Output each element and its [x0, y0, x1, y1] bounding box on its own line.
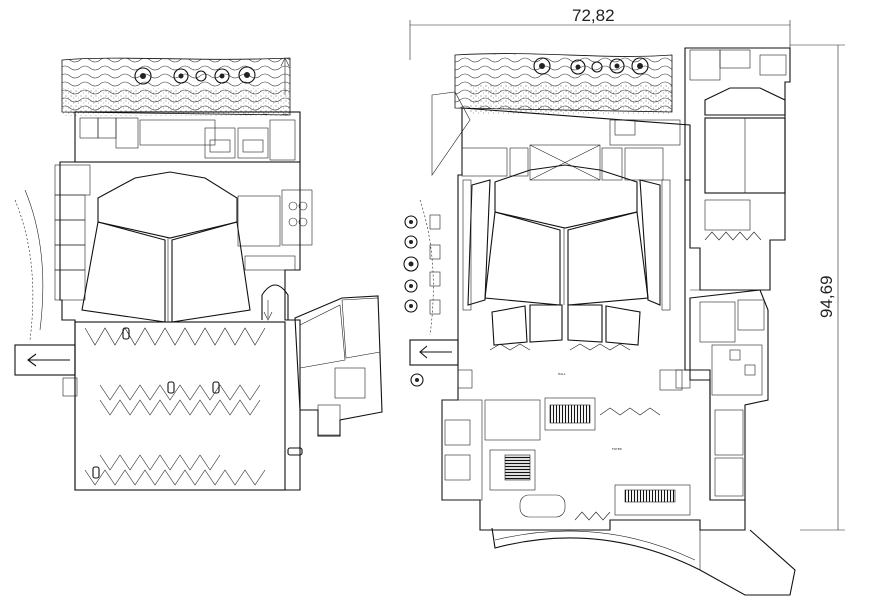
- svg-text:FOYER: FOYER: [612, 447, 622, 451]
- right-west-trees: [403, 215, 424, 387]
- left-seating-block-east: [171, 221, 251, 323]
- left-building-outline: [59, 161, 301, 491]
- right-east-theatre-outline: [684, 47, 791, 291]
- right-floor-plan: FOYER HALL: [403, 47, 796, 596]
- right-east-theatre-stage: [704, 87, 786, 116]
- right-seating-block-east: [567, 211, 649, 306]
- right-tree-row: [533, 57, 649, 75]
- left-parked-cars: [92, 327, 303, 479]
- left-stage: [97, 171, 238, 239]
- right-south-canopy: [491, 527, 796, 596]
- dimension-width-group: 72,82: [409, 6, 791, 60]
- left-parking-stalls: [84, 327, 266, 486]
- left-annex-building: [294, 295, 383, 437]
- right-stage: [494, 164, 638, 229]
- dimension-height-group: 94,69: [790, 44, 845, 531]
- left-floor-plan: [14, 57, 383, 491]
- right-side-aisle-east: [639, 179, 661, 306]
- right-entry-arrow: [409, 339, 459, 366]
- left-entry-arrow: [14, 344, 76, 376]
- right-balcony-boxes: [491, 304, 641, 346]
- dimension-height-label: 94,69: [817, 275, 836, 318]
- left-parking-area: [74, 321, 286, 491]
- right-building-outline: [441, 107, 746, 531]
- left-seating-block-west: [81, 221, 166, 323]
- svg-text:HALL: HALL: [558, 372, 566, 376]
- right-side-aisle-west: [467, 179, 491, 306]
- left-tree-row: [134, 66, 256, 85]
- right-seating-block-west: [484, 211, 561, 306]
- dimension-width-label: 72,82: [572, 6, 615, 25]
